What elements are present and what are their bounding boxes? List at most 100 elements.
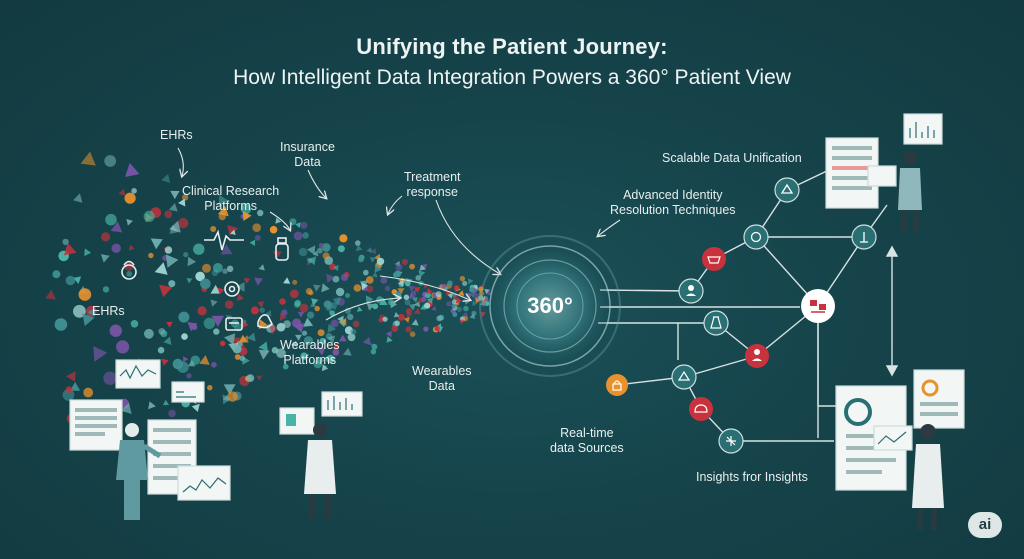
data-particle (447, 280, 453, 287)
label-arrows (177, 147, 621, 321)
stethoscope-icon (224, 281, 240, 297)
speech-chart-1 (115, 359, 161, 389)
data-particle (45, 289, 56, 300)
data-particle (426, 297, 434, 304)
data-particle (279, 298, 286, 305)
data-particle (317, 247, 323, 254)
data-particle (403, 294, 410, 300)
label-ehrs-top: EHRs (160, 128, 193, 142)
vertical-link-arrow (885, 245, 899, 377)
data-particle (297, 311, 305, 318)
data-particle (401, 258, 408, 266)
data-particle (73, 276, 82, 284)
data-particle (294, 302, 300, 308)
data-particle (424, 292, 431, 299)
data-particle (116, 340, 130, 354)
data-particle (300, 352, 308, 360)
data-particle (478, 286, 484, 292)
data-particle (213, 328, 220, 335)
data-particle (188, 359, 196, 367)
data-particle (414, 287, 421, 293)
data-particle (289, 218, 297, 226)
data-particle (183, 356, 189, 362)
data-particle (111, 243, 121, 253)
data-particle (347, 313, 354, 321)
data-particle (269, 324, 279, 335)
data-particle (183, 252, 189, 258)
data-particle (210, 226, 217, 232)
data-particle (347, 333, 356, 342)
data-particle (361, 282, 369, 291)
data-particle (441, 283, 447, 289)
data-particles (45, 151, 493, 424)
data-particle (105, 213, 117, 226)
data-particle (423, 326, 429, 332)
data-particle (371, 271, 378, 278)
data-particle (293, 231, 303, 241)
data-particle (163, 399, 169, 406)
label-clinical-research: Clinical Research Platforms (182, 184, 280, 213)
node-basket-icon (702, 247, 726, 271)
data-particle (355, 244, 363, 252)
hub-360: 360° (479, 235, 621, 377)
data-particle (109, 324, 123, 337)
data-particle (317, 329, 325, 337)
data-particle (332, 264, 339, 272)
data-particle (362, 336, 371, 346)
data-particle (276, 348, 286, 359)
data-particle (187, 256, 197, 267)
data-particle (259, 307, 265, 313)
data-particle (326, 354, 335, 364)
data-particle (382, 316, 388, 322)
data-particle (289, 289, 299, 299)
data-particle (299, 303, 309, 313)
data-particle (353, 284, 362, 292)
data-particle (258, 341, 268, 352)
data-particle (472, 300, 478, 306)
data-particle (158, 328, 166, 335)
data-particle (435, 291, 442, 298)
data-particle (210, 284, 221, 294)
data-particle (356, 306, 363, 312)
data-particle (326, 301, 335, 310)
node-person-icon (678, 278, 704, 304)
node-gear-icon (743, 224, 769, 250)
data-particle (339, 317, 347, 326)
data-particle (420, 304, 426, 310)
data-particle (65, 275, 76, 286)
data-particle (168, 203, 178, 212)
data-particle (436, 323, 442, 330)
data-particle (182, 194, 189, 201)
data-particle (143, 210, 155, 222)
data-particle (250, 306, 259, 315)
data-particle (220, 244, 233, 255)
data-particle (463, 305, 469, 312)
speech-chart-4 (321, 391, 363, 417)
node-doctor-icon (745, 344, 769, 368)
data-particle (195, 271, 205, 282)
tablet-top-right (867, 165, 897, 187)
data-particle (406, 311, 413, 319)
data-particle (82, 313, 95, 327)
data-particle (186, 277, 193, 284)
data-particle (314, 305, 320, 312)
data-particle (395, 291, 402, 297)
data-particle (236, 293, 244, 301)
data-particle (202, 263, 211, 273)
data-particle (281, 309, 288, 316)
data-particle (329, 301, 339, 311)
data-particle (236, 282, 245, 292)
data-particle (366, 276, 374, 284)
data-particle (318, 242, 324, 249)
data-particle (126, 218, 133, 226)
data-particle (254, 277, 264, 286)
data-particle (269, 225, 278, 234)
label-realtime-sources: Real-time data Sources (550, 426, 624, 455)
data-particle (419, 264, 426, 271)
data-particle (338, 334, 347, 342)
data-particle (178, 311, 190, 323)
data-particle (410, 289, 417, 297)
data-particle (103, 371, 117, 385)
data-particle (211, 361, 217, 368)
